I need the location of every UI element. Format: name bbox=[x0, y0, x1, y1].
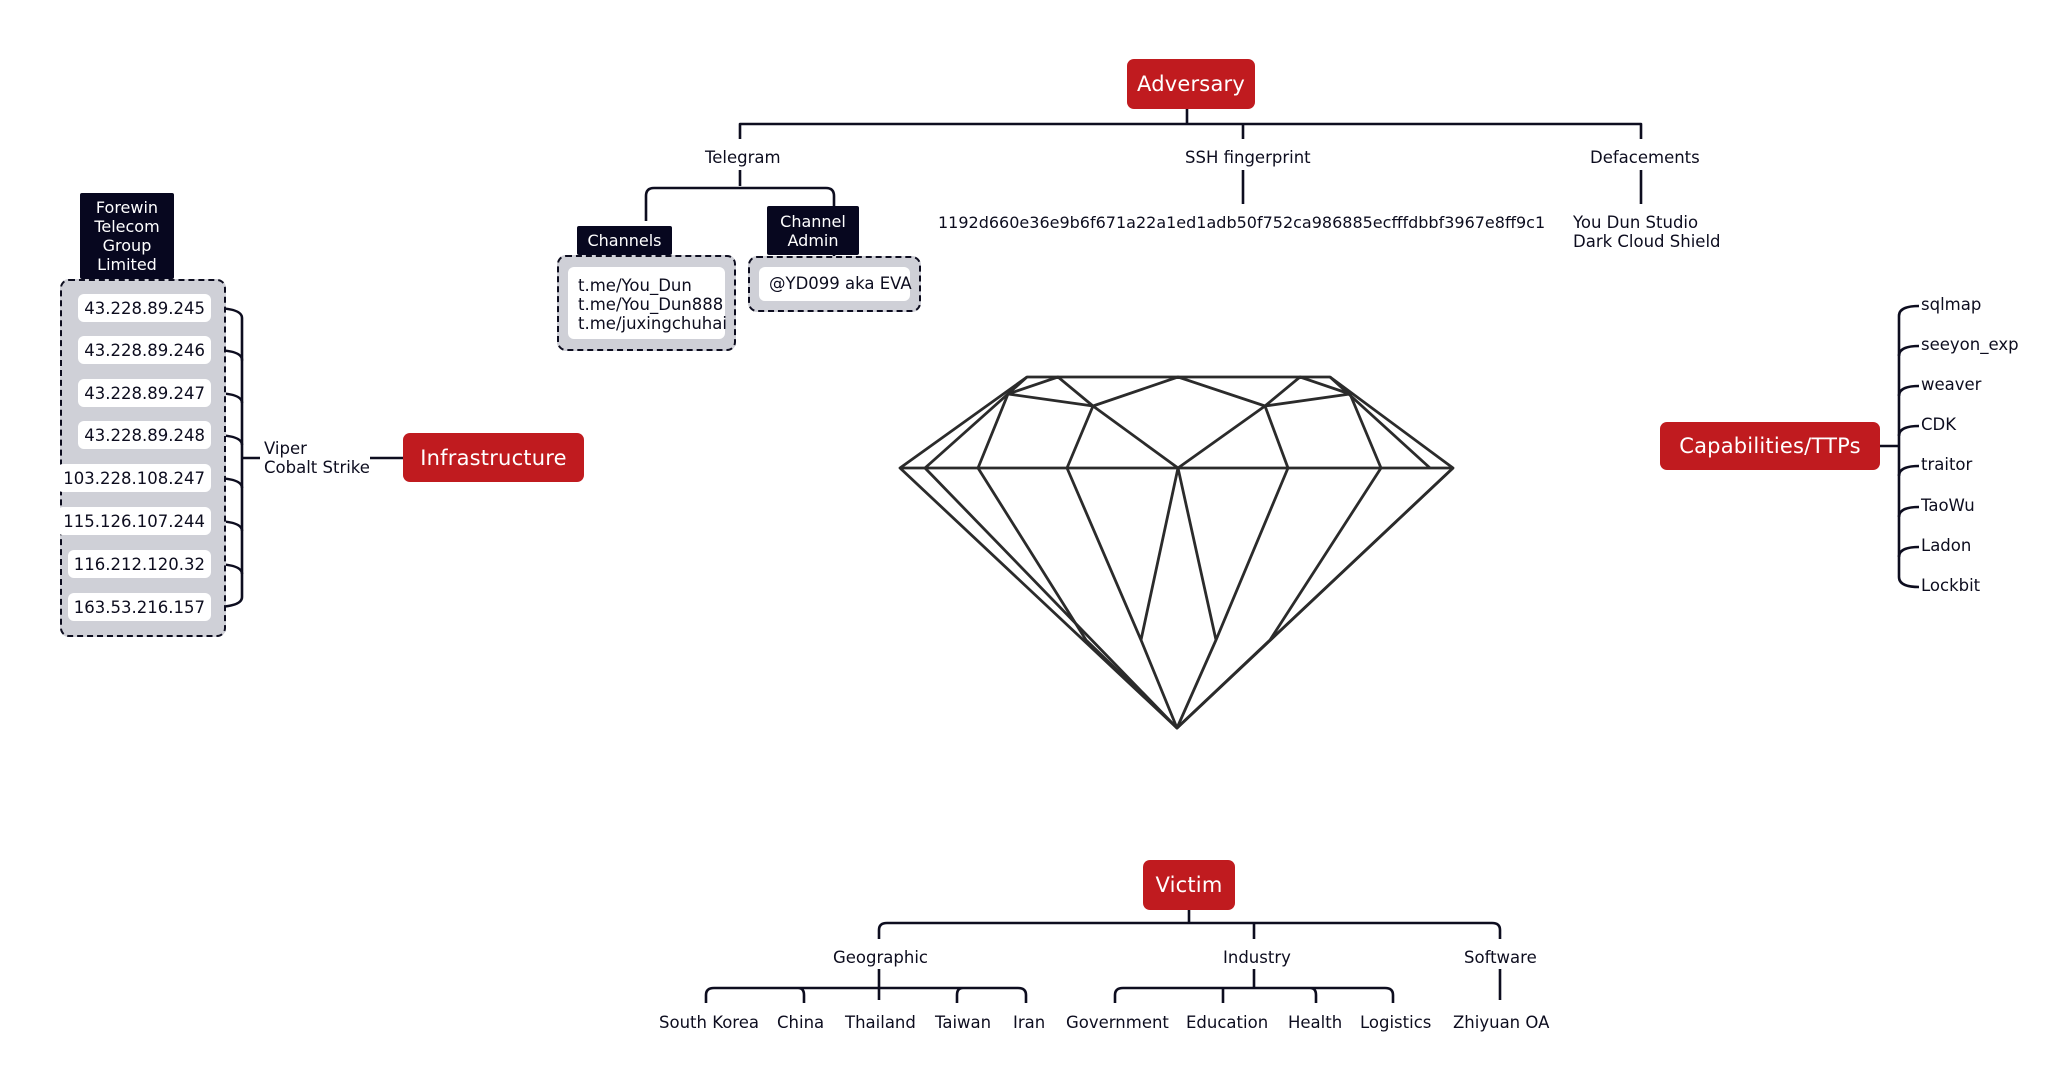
geographic-item: China bbox=[777, 1013, 825, 1032]
capability-item: weaver bbox=[1921, 375, 1982, 394]
channel-admin-box: @YD099 aka EVA bbox=[748, 256, 921, 312]
ip-address[interactable]: 116.212.120.32 bbox=[67, 550, 211, 578]
defacements-list: You Dun Studio Dark Cloud Shield bbox=[1573, 213, 1721, 251]
ip-address[interactable]: 103.228.108.247 bbox=[57, 464, 211, 492]
geographic-item: Taiwan bbox=[935, 1013, 992, 1032]
ip-address[interactable]: 115.126.107.244 bbox=[57, 507, 211, 535]
ip-address[interactable]: 43.228.89.248 bbox=[78, 421, 211, 449]
industry-item: Education bbox=[1186, 1013, 1269, 1032]
software-label: Software bbox=[1464, 948, 1537, 967]
channels-list: t.me/You_Dun t.me/You_Dun888 t.me/juxing… bbox=[568, 267, 727, 339]
geographic-item: South Korea bbox=[659, 1013, 759, 1032]
telegram-label: Telegram bbox=[705, 148, 781, 167]
industry-item: Government bbox=[1066, 1013, 1169, 1032]
ip-address[interactable]: 43.228.89.245 bbox=[78, 294, 211, 322]
geographic-item: Iran bbox=[1013, 1013, 1046, 1032]
capability-item: traitor bbox=[1921, 455, 1973, 474]
capability-item: seeyon_exp bbox=[1921, 335, 2019, 354]
capability-item: CDK bbox=[1921, 415, 1957, 434]
ip-list-box: 43.228.89.245 43.228.89.246 43.228.89.24… bbox=[57, 279, 226, 637]
provider-header: Forewin Telecom Group Limited bbox=[80, 193, 174, 279]
channel-admin-value: @YD099 aka EVA bbox=[759, 267, 912, 301]
capability-item: Ladon bbox=[1921, 536, 1972, 555]
infrastructure-node[interactable]: Infrastructure bbox=[403, 433, 584, 482]
defacements-label: Defacements bbox=[1590, 148, 1700, 167]
victim-node[interactable]: Victim bbox=[1143, 860, 1235, 910]
ip-address[interactable]: 43.228.89.246 bbox=[78, 336, 211, 364]
ssh-fingerprint-label: SSH fingerprint bbox=[1185, 148, 1311, 167]
geographic-label: Geographic bbox=[833, 948, 928, 967]
channel-admin-header: Channel Admin bbox=[767, 206, 859, 255]
adversary-node[interactable]: Adversary bbox=[1127, 59, 1255, 109]
channel-link[interactable]: t.me/You_Dun bbox=[578, 276, 692, 295]
geographic-item: Thailand bbox=[845, 1013, 916, 1032]
industry-label: Industry bbox=[1223, 948, 1291, 967]
infrastructure-tools: Viper Cobalt Strike bbox=[264, 439, 370, 477]
ip-address[interactable]: 43.228.89.247 bbox=[78, 379, 211, 407]
industry-item: Logistics bbox=[1360, 1013, 1432, 1032]
capabilities-node[interactable]: Capabilities/TTPs bbox=[1660, 422, 1880, 470]
channels-box: t.me/You_Dun t.me/You_Dun888 t.me/juxing… bbox=[557, 255, 736, 351]
ip-address[interactable]: 163.53.216.157 bbox=[67, 593, 211, 621]
capability-item: Lockbit bbox=[1921, 576, 1981, 595]
channel-link[interactable]: t.me/juxingchuhai bbox=[578, 314, 727, 333]
software-item: Zhiyuan OA bbox=[1453, 1013, 1550, 1032]
diamond-icon bbox=[898, 375, 1455, 730]
defacement-item: Dark Cloud Shield bbox=[1573, 232, 1721, 251]
capability-item: sqlmap bbox=[1921, 295, 1982, 314]
channels-header: Channels bbox=[577, 226, 672, 255]
tool-item: Viper bbox=[264, 439, 307, 458]
capability-item: TaoWu bbox=[1921, 496, 1975, 515]
channel-link[interactable]: t.me/You_Dun888 bbox=[578, 295, 724, 314]
tool-item: Cobalt Strike bbox=[264, 458, 370, 477]
industry-item: Health bbox=[1288, 1013, 1343, 1032]
ssh-fingerprint-value: 1192d660e36e9b6f671a22a1ed1adb50f752ca98… bbox=[938, 213, 1546, 232]
defacement-item: You Dun Studio bbox=[1573, 213, 1699, 232]
